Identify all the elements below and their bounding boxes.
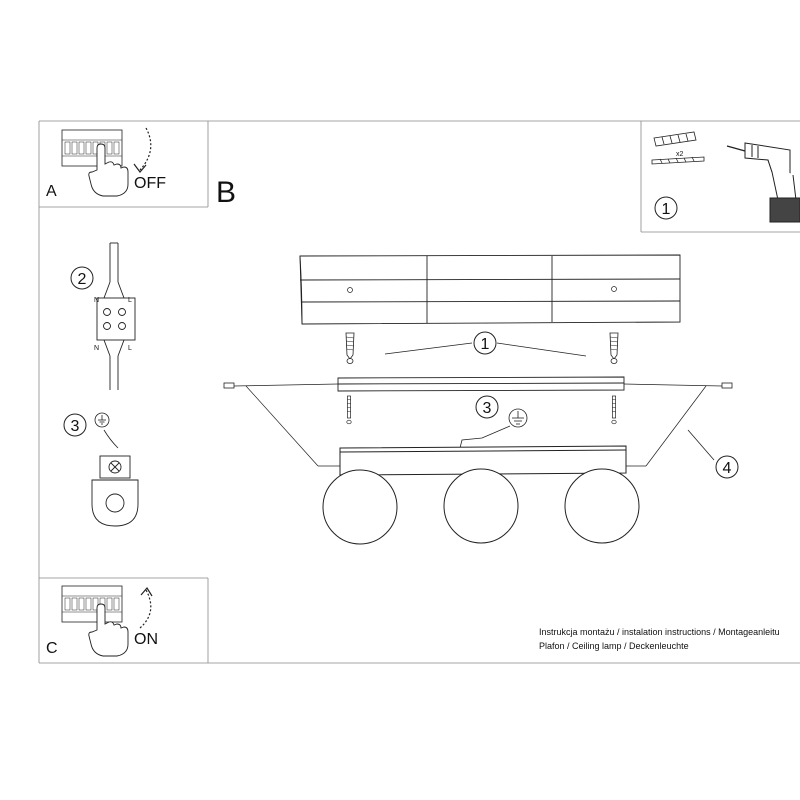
arrow-head-icon xyxy=(140,586,153,597)
step-2-wiring: 2 N L N L xyxy=(70,242,136,390)
anchor-right xyxy=(609,332,619,364)
live-label-top: L xyxy=(128,297,132,304)
panel-c-action-label: ON xyxy=(134,631,158,648)
panel-a: OFF A xyxy=(46,127,166,200)
step-2-number: 2 xyxy=(78,271,87,288)
panel-b-letter: B xyxy=(216,176,236,209)
footer-product-type: Plafon / Ceiling lamp / Deckenleuchte xyxy=(539,641,689,651)
arrow-head-icon xyxy=(133,163,147,173)
ceiling-planks xyxy=(299,254,681,325)
tools-kit: x2 1 xyxy=(651,131,800,223)
wall-plug-icon xyxy=(653,131,697,147)
ground-symbol-icon xyxy=(508,408,528,428)
panel-a-letter: A xyxy=(46,183,57,200)
panel-c: ON C xyxy=(46,585,158,657)
step-3-number-left: 3 xyxy=(71,418,80,435)
breaker-panel-icon xyxy=(61,585,123,623)
side-cables xyxy=(233,383,723,467)
switch-on-arrow-icon xyxy=(139,589,152,629)
neutral-label-top: N xyxy=(94,297,99,304)
live-label-bottom: L xyxy=(128,345,132,352)
drill-hole-left xyxy=(347,287,353,293)
panel-a-action-label: OFF xyxy=(134,175,166,192)
footer-instructions-title: Instrukcja montażu / instalation instruc… xyxy=(539,627,780,637)
side-screw-right xyxy=(721,382,733,389)
page-frame xyxy=(38,120,800,664)
screw-right xyxy=(611,395,617,425)
screw-left xyxy=(346,395,352,425)
step-3-ground-terminal: 3 xyxy=(63,412,139,527)
side-screw-left xyxy=(223,382,235,389)
drill-hole-right xyxy=(611,286,617,292)
callout-4: 4 xyxy=(687,429,739,479)
ground-symbol-icon xyxy=(94,412,110,428)
tools-step-number: 1 xyxy=(662,201,671,218)
screw-icon xyxy=(651,156,705,165)
assembly-step-3: 3 xyxy=(483,400,492,417)
fixing-quantity-label: x2 xyxy=(676,151,684,158)
neutral-label-bottom: N xyxy=(94,345,99,352)
assembly-step-1: 1 xyxy=(481,336,490,353)
assembly-step-4: 4 xyxy=(723,460,732,477)
breaker-panel-icon xyxy=(61,129,123,167)
callout-1: 1 xyxy=(384,331,587,357)
callout-3: 3 xyxy=(459,395,528,449)
globe-shades xyxy=(322,468,640,545)
switch-off-arrow-icon xyxy=(139,127,152,171)
mounting-bracket xyxy=(337,376,625,392)
drill-icon xyxy=(726,142,800,223)
panel-c-letter: C xyxy=(46,640,58,657)
anchor-left xyxy=(345,332,355,364)
